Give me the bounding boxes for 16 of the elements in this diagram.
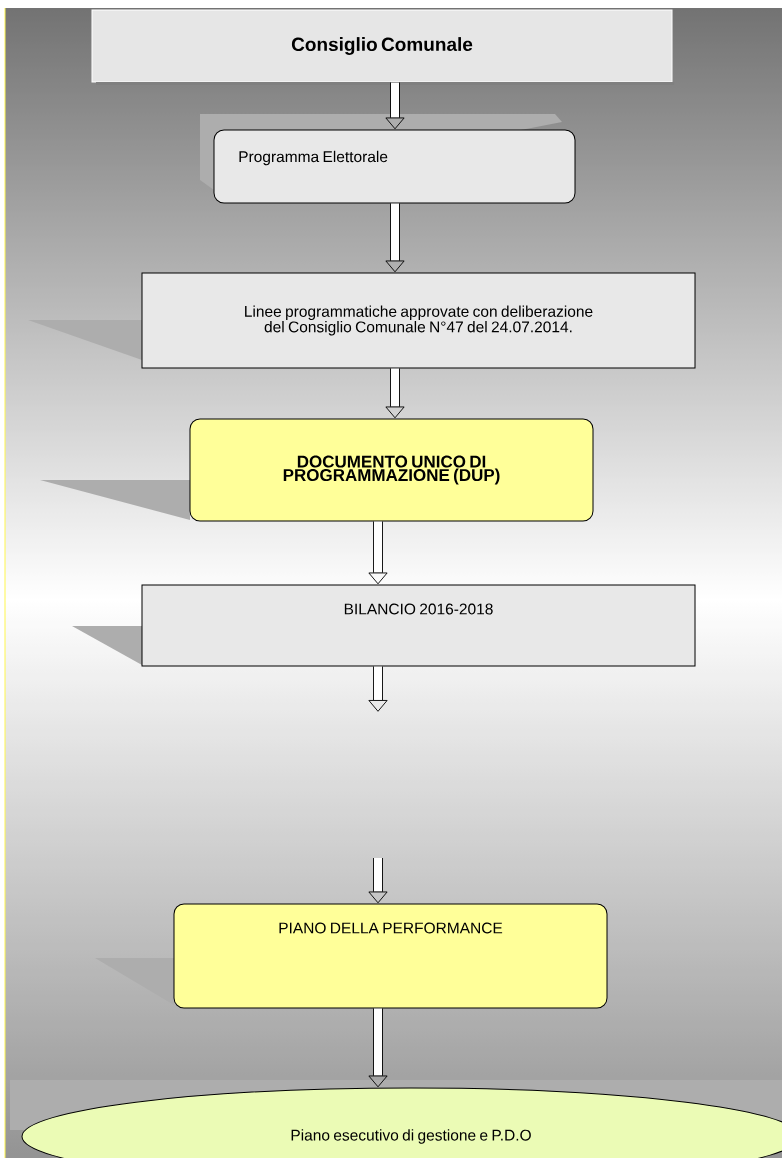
box-label: Programma Elettorale: [239, 150, 388, 166]
rounded-box: [189, 418, 594, 522]
box-label: Linee programmatiche approvate con deliberazione del Consiglio Comunale N°47 del 24.07.2014.: [245, 305, 593, 336]
box-label: Piano esecutivo di gestione e P.D.O: [291, 1129, 531, 1144]
process-box: [141, 584, 696, 667]
rounded-box: [213, 129, 576, 204]
box-label: PIANO DELLA PERFORMANCE: [279, 922, 503, 934]
ellipse-node: [21, 1087, 782, 1158]
rounded-box: [173, 903, 608, 1009]
box-label: DOCUMENTO UNICO DI PROGRAMMAZIONE (DUP): [283, 455, 500, 485]
box-label: BILANCIO 2016-2018: [344, 603, 493, 615]
block-arrow: [368, 666, 388, 712]
box-label: Consiglio Comunale: [291, 37, 473, 55]
block-arrow: [368, 521, 388, 585]
process-box: [141, 272, 696, 369]
title-bar: [91, 9, 673, 83]
